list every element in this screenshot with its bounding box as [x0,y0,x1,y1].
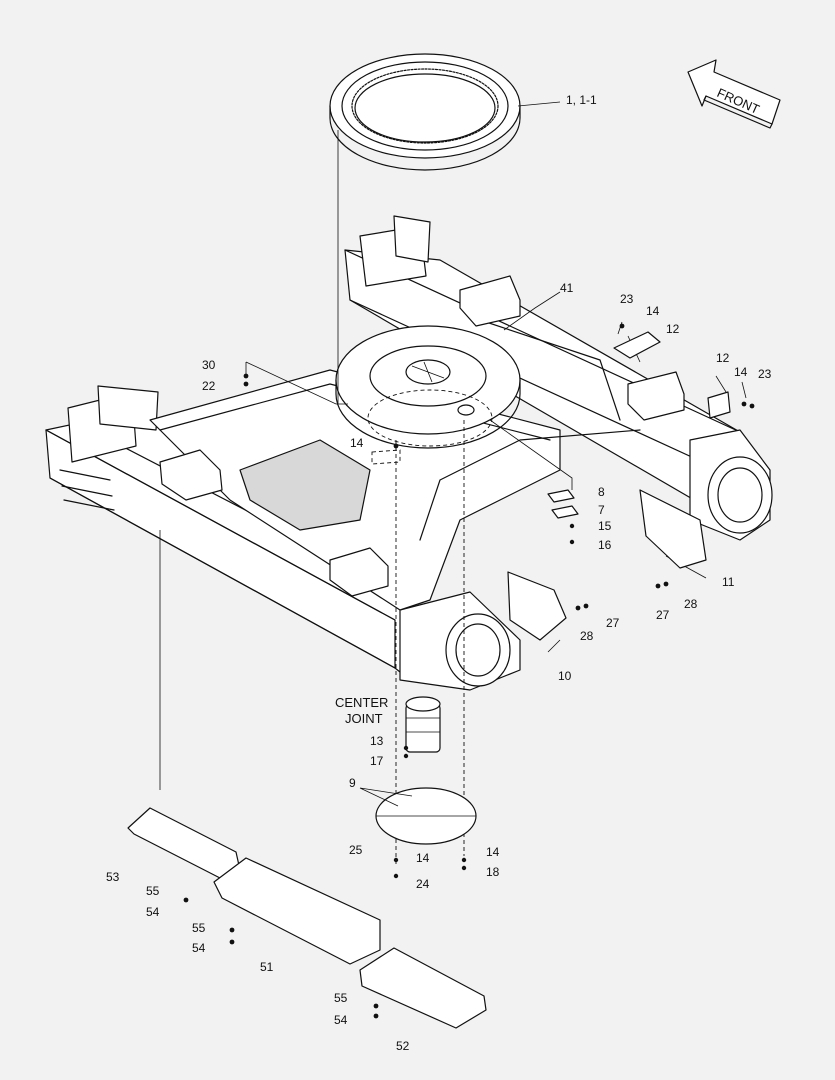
swing-bearing-ring [329,53,521,171]
small-parts [243,323,755,611]
center-joint [403,696,441,759]
label-8: 8 [598,485,605,499]
leader-lines [159,101,747,866]
label-center: CENTER [335,695,388,710]
label-54a: 54 [146,905,160,919]
label-17: 17 [370,754,384,768]
label-55a: 55 [146,884,160,898]
label-41: 41 [560,281,574,295]
label-28a: 28 [684,597,698,611]
label-30: 30 [202,358,216,372]
covers [507,489,707,641]
front-arrow [687,59,781,129]
turntable [335,325,521,449]
label-25: 25 [349,843,363,857]
under-cover [359,787,477,879]
label-9: 9 [349,776,356,790]
label-14d: 14 [416,851,430,865]
label-10: 10 [558,669,572,683]
label-54b: 54 [192,941,206,955]
label-24: 24 [416,877,430,891]
label-23b: 23 [758,367,772,381]
label-12b: 12 [716,351,730,365]
label-12a: 12 [666,322,680,336]
label-55c: 55 [334,991,348,1005]
label-51: 51 [260,960,274,974]
label-14b: 14 [734,365,748,379]
label-52: 52 [396,1039,410,1053]
label-joint: JOINT [345,711,383,726]
label-54c: 54 [334,1013,348,1027]
label-27b: 27 [606,616,620,630]
part-labels: 1, 1-1 FRONT 41 23 14 12 12 14 23 30 22 … [106,85,772,1053]
label-16: 16 [598,538,612,552]
label-14a: 14 [646,304,660,318]
label-23a: 23 [620,292,634,306]
label-15: 15 [598,519,612,533]
label-28b: 28 [580,629,594,643]
label-14c: 14 [350,436,364,450]
label-11: 11 [722,575,735,589]
label-ring: 1, 1-1 [566,93,597,107]
label-7: 7 [598,503,605,517]
label-53: 53 [106,870,120,884]
label-27a: 27 [656,608,670,622]
track-guards [127,807,487,1029]
label-18: 18 [486,865,500,879]
label-55b: 55 [192,921,206,935]
label-13: 13 [370,734,384,748]
label-22: 22 [202,379,216,393]
label-14e: 14 [486,845,500,859]
